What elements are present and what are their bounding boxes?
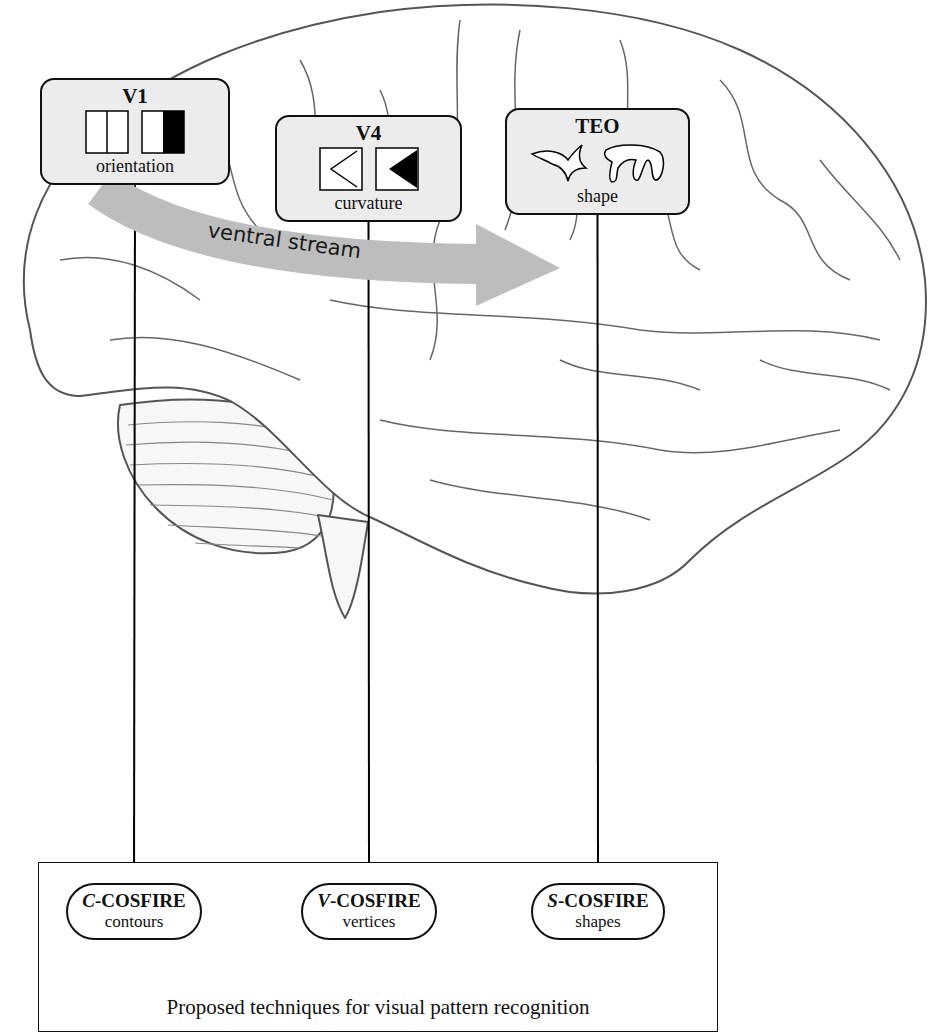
frame-caption: Proposed techniques for visual pattern r… (39, 995, 717, 1019)
techniques-frame: Proposed techniques for visual pattern r… (38, 862, 718, 1032)
area-name: V1 (52, 84, 218, 108)
technique-name: V-COSFIRE (315, 890, 423, 912)
technique-target: shapes (545, 912, 651, 932)
mapping-arrow (361, 222, 377, 883)
cerebrum-outline (24, 5, 926, 594)
orientation-icons (85, 110, 185, 154)
area-feature: shape (517, 185, 678, 207)
brain-area-box: V4 curvature (275, 115, 462, 222)
technique-pill: C-COSFIREcontours (66, 883, 202, 940)
mapping-arrow (126, 185, 142, 883)
technique-name: S-COSFIRE (545, 890, 651, 912)
shape-icons (528, 140, 668, 184)
area-feature: orientation (52, 155, 218, 177)
stream-head (476, 224, 560, 306)
technique-target: vertices (315, 912, 423, 932)
technique-target: contours (80, 912, 188, 932)
arrow-line (368, 222, 371, 883)
arrow-line (597, 215, 600, 883)
area-feature: curvature (287, 192, 450, 214)
area-name: V4 (287, 121, 450, 145)
technique-pill: S-COSFIREshapes (531, 883, 665, 940)
area-name: TEO (517, 114, 678, 138)
technique-pill: V-COSFIREvertices (301, 883, 437, 940)
brain-area-box: TEO shape (505, 108, 690, 215)
brain-area-box: V1 orientation (40, 78, 230, 185)
technique-name: C-COSFIRE (80, 890, 188, 912)
brainstem (318, 515, 368, 618)
arrow-line (134, 185, 135, 883)
curvature-icons (319, 147, 419, 191)
mapping-arrow (590, 215, 606, 883)
